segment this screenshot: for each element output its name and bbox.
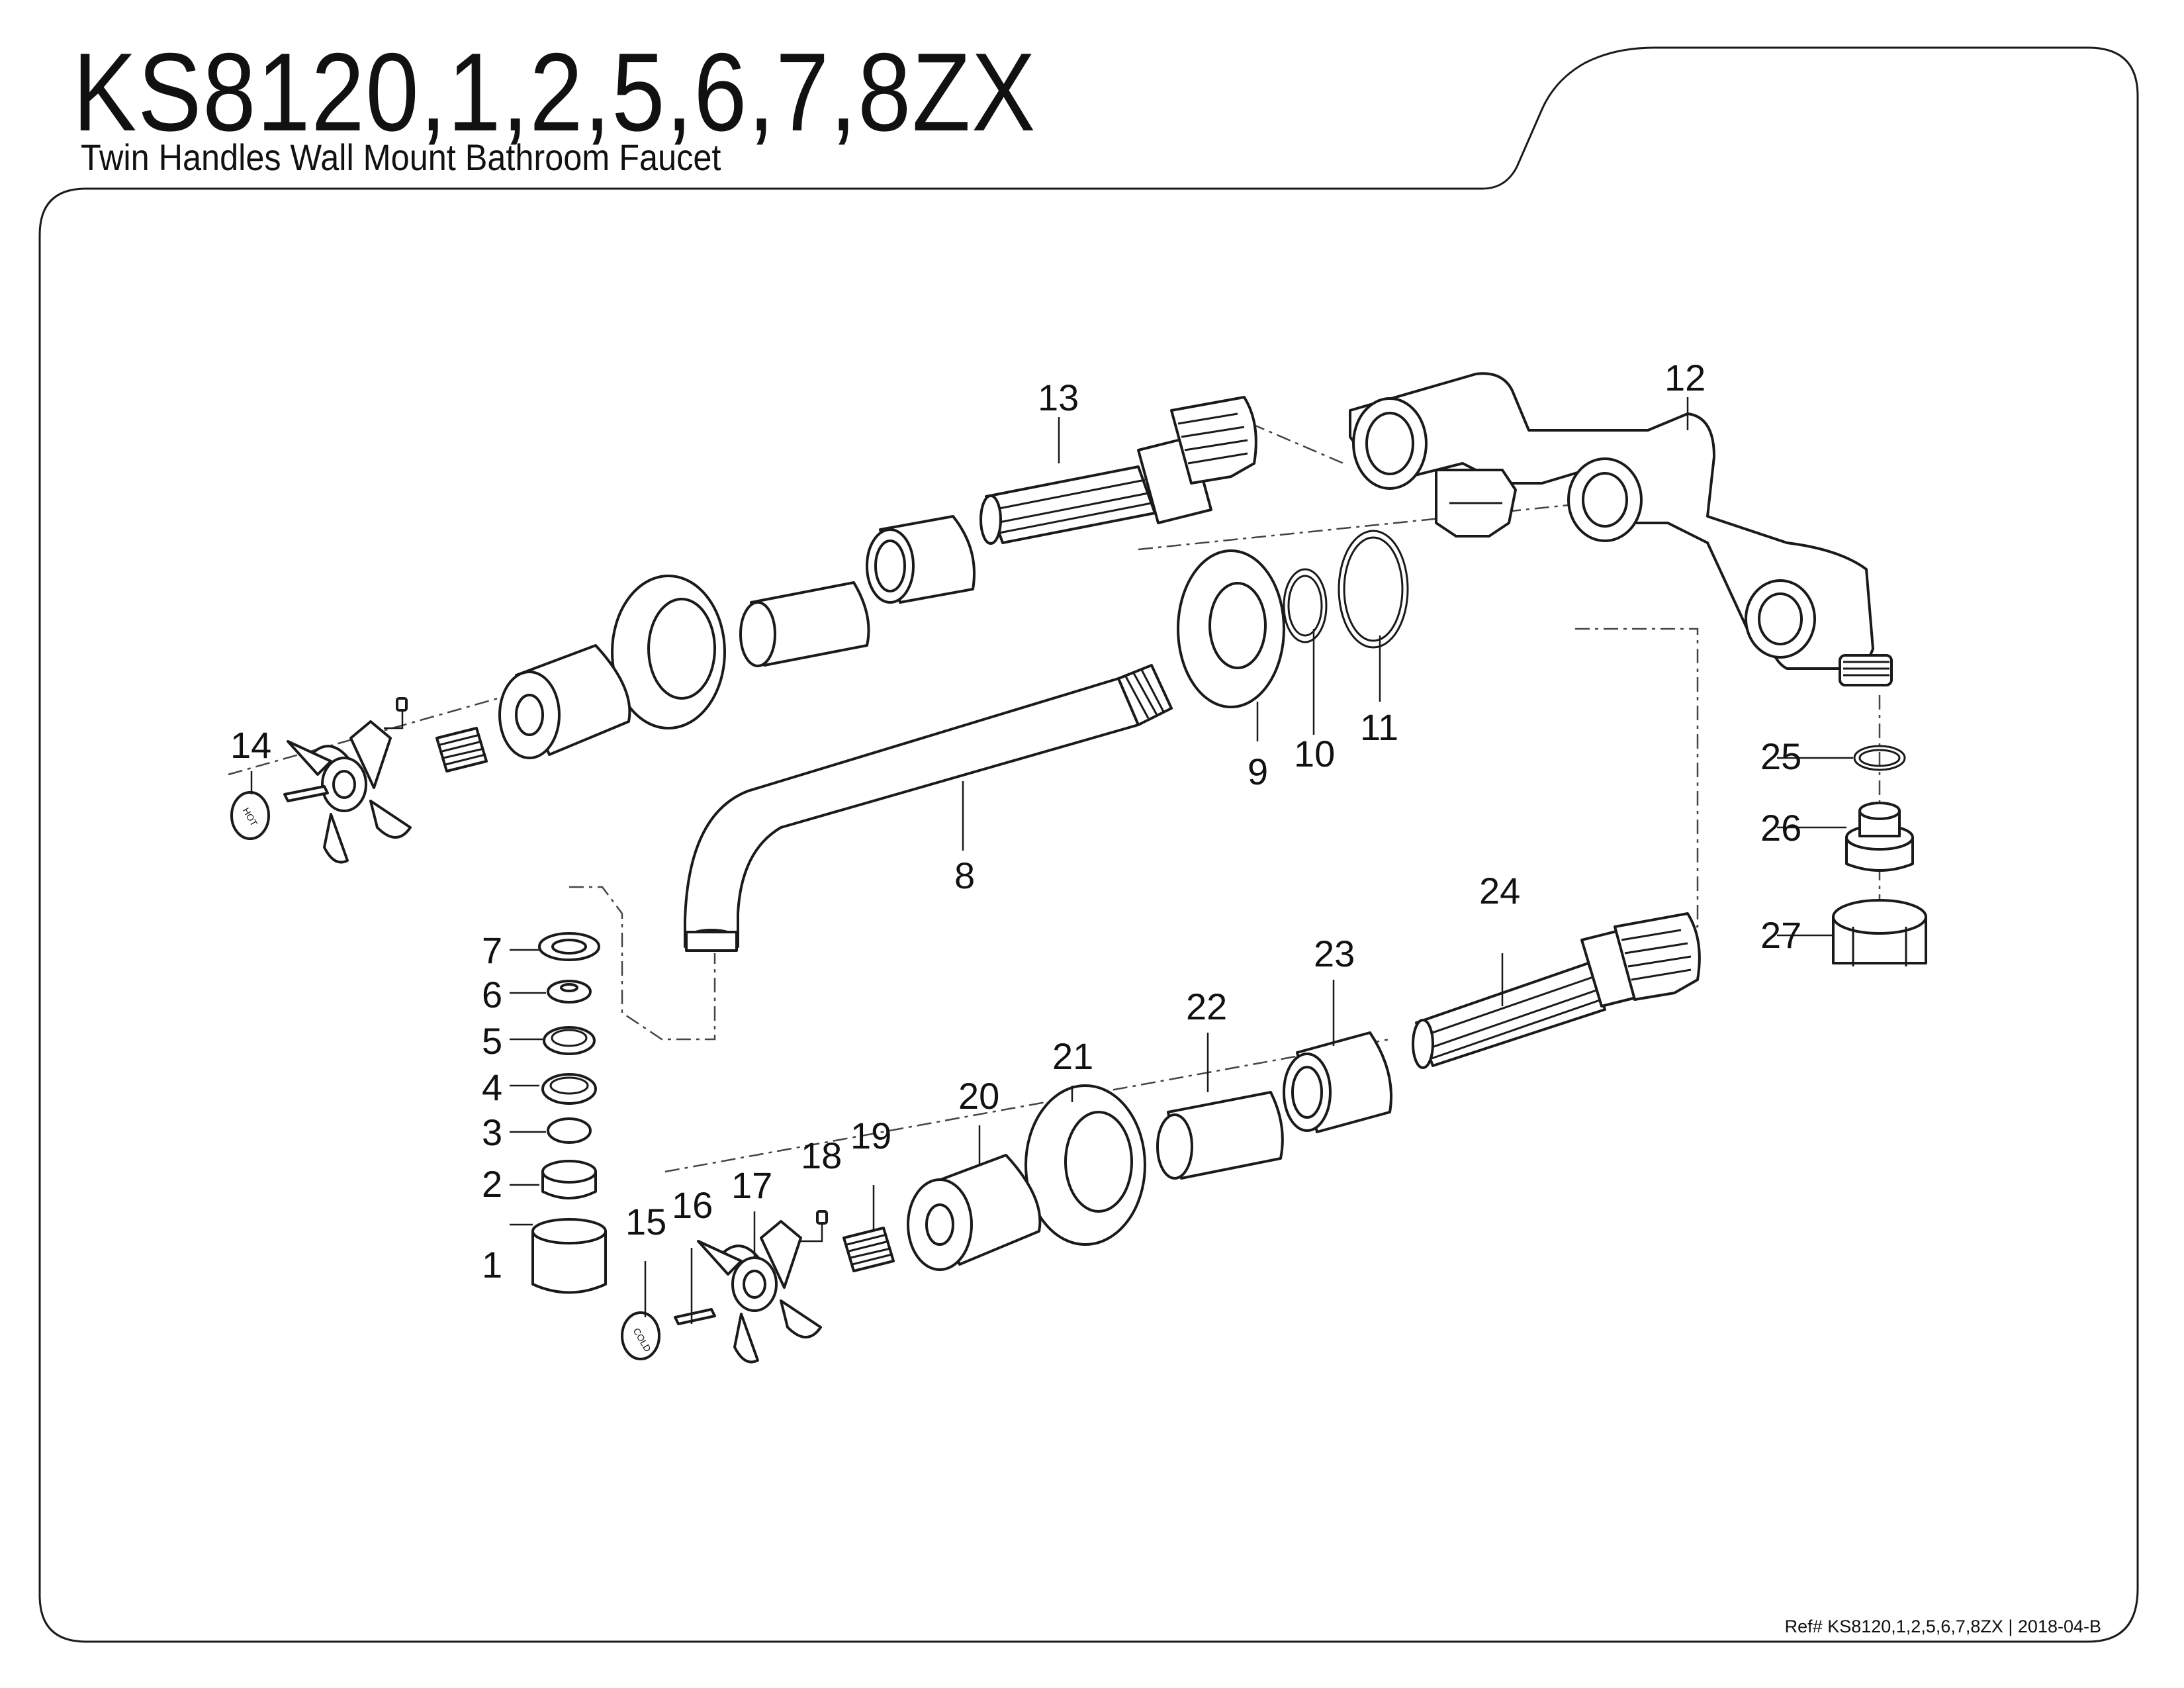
aerator-stack (531, 932, 607, 1294)
part-12-valve-body (1349, 372, 1893, 686)
part-14-hot-handle: HOT (230, 697, 488, 864)
callout-17: 17 (731, 1164, 772, 1206)
part-17-cold-handle: COLD (621, 1210, 895, 1364)
model-title: KS8120,1,2,5,6,7,8ZX (73, 30, 1037, 154)
callout-11: 11 (1360, 706, 1398, 748)
part-24-cold-cartridge (1412, 912, 1701, 1069)
callout-8: 8 (954, 855, 975, 896)
callout-27: 27 (1760, 914, 1801, 956)
callout-22: 22 (1186, 986, 1227, 1027)
leader-lines (250, 397, 1853, 1324)
cold-trim-stack (907, 1031, 1392, 1271)
part-8-spout (684, 664, 1173, 952)
callout-7: 7 (482, 929, 502, 971)
callout-3: 3 (482, 1111, 502, 1153)
part-13-hot-cartridge (979, 396, 1257, 545)
title-block: KS8120,1,2,5,6,7,8ZX (73, 36, 1193, 148)
callout-4: 4 (482, 1066, 502, 1108)
callout-26: 26 (1760, 807, 1801, 849)
product-subtitle: Twin Handles Wall Mount Bathroom Faucet (81, 136, 721, 178)
callout-1: 1 (482, 1244, 502, 1286)
callout-24: 24 (1479, 870, 1520, 912)
callout-15: 15 (625, 1201, 666, 1243)
parts-9-10-11-flange-orings (1177, 530, 1409, 708)
callout-numbers: 1 2 3 4 5 6 7 8 9 10 11 12 13 14 15 16 1… (230, 357, 1801, 1286)
callout-9: 9 (1248, 751, 1268, 792)
callout-19: 19 (850, 1115, 891, 1156)
parts-25-26-27-connector (1832, 745, 1927, 966)
hot-trim-stack (498, 515, 976, 759)
callout-25: 25 (1760, 735, 1801, 777)
callout-2: 2 (482, 1163, 502, 1205)
callout-23: 23 (1314, 933, 1355, 974)
callout-21: 21 (1052, 1035, 1093, 1077)
callout-14: 14 (230, 724, 271, 766)
callout-20: 20 (958, 1075, 999, 1117)
callout-18: 18 (801, 1135, 842, 1176)
drawing-frame (38, 46, 2139, 1643)
callout-16: 16 (672, 1184, 713, 1226)
reference-line: Ref# KS8120,1,2,5,6,7,8ZX | 2018-04-B (1784, 1617, 2101, 1636)
callout-10: 10 (1294, 733, 1335, 774)
callout-12: 12 (1664, 357, 1706, 399)
callout-5: 5 (482, 1020, 502, 1062)
callout-6: 6 (482, 974, 502, 1015)
callout-13: 13 (1038, 377, 1079, 418)
